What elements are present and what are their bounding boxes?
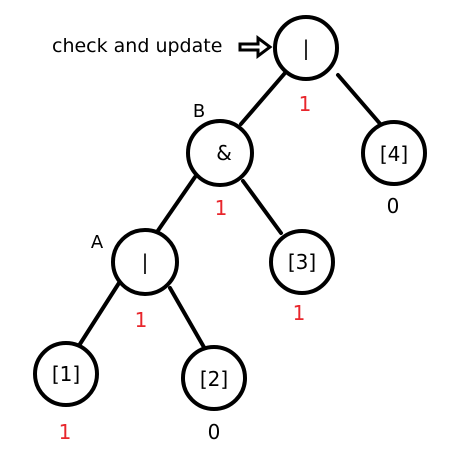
node-a-value: 1 <box>135 308 148 332</box>
edge-a-leaf1 <box>78 281 121 346</box>
node-b-label: & <box>216 141 232 165</box>
node-leaf2-value: 0 <box>208 420 221 444</box>
edge-b-leaf3 <box>241 179 283 235</box>
node-circles <box>33 15 427 411</box>
edge-root-b <box>239 71 287 126</box>
node-leaf3-label: [3] <box>288 250 316 274</box>
node-root-label: | <box>303 36 310 60</box>
node-leaf1-label: [1] <box>52 362 80 386</box>
node-root-value: 1 <box>299 92 312 116</box>
node-root <box>273 15 339 81</box>
node-leaf4-label: [4] <box>380 142 408 166</box>
edge-root-leaf4 <box>336 73 384 128</box>
node-leaf2 <box>181 345 247 411</box>
edge-b-a <box>155 175 197 234</box>
node-leaf1 <box>33 341 99 407</box>
check-and-update-label: check and update <box>52 35 222 57</box>
node-leaf3-value: 1 <box>293 301 306 325</box>
node-leaf4-value: 0 <box>387 194 400 218</box>
node-leaf3 <box>269 229 335 295</box>
node-b <box>186 119 254 187</box>
node-b-value: 1 <box>215 196 228 220</box>
right-arrow-icon <box>238 35 273 59</box>
edges <box>78 71 384 351</box>
node-a-tag: A <box>91 232 104 253</box>
node-b-tag: B <box>193 101 205 122</box>
node-leaf4 <box>361 120 427 186</box>
node-a <box>111 228 179 296</box>
node-leaf1-value: 1 <box>59 420 72 444</box>
edge-a-leaf2 <box>168 286 207 351</box>
node-a-label: | <box>142 250 149 274</box>
node-leaf2-label: [2] <box>200 367 228 391</box>
